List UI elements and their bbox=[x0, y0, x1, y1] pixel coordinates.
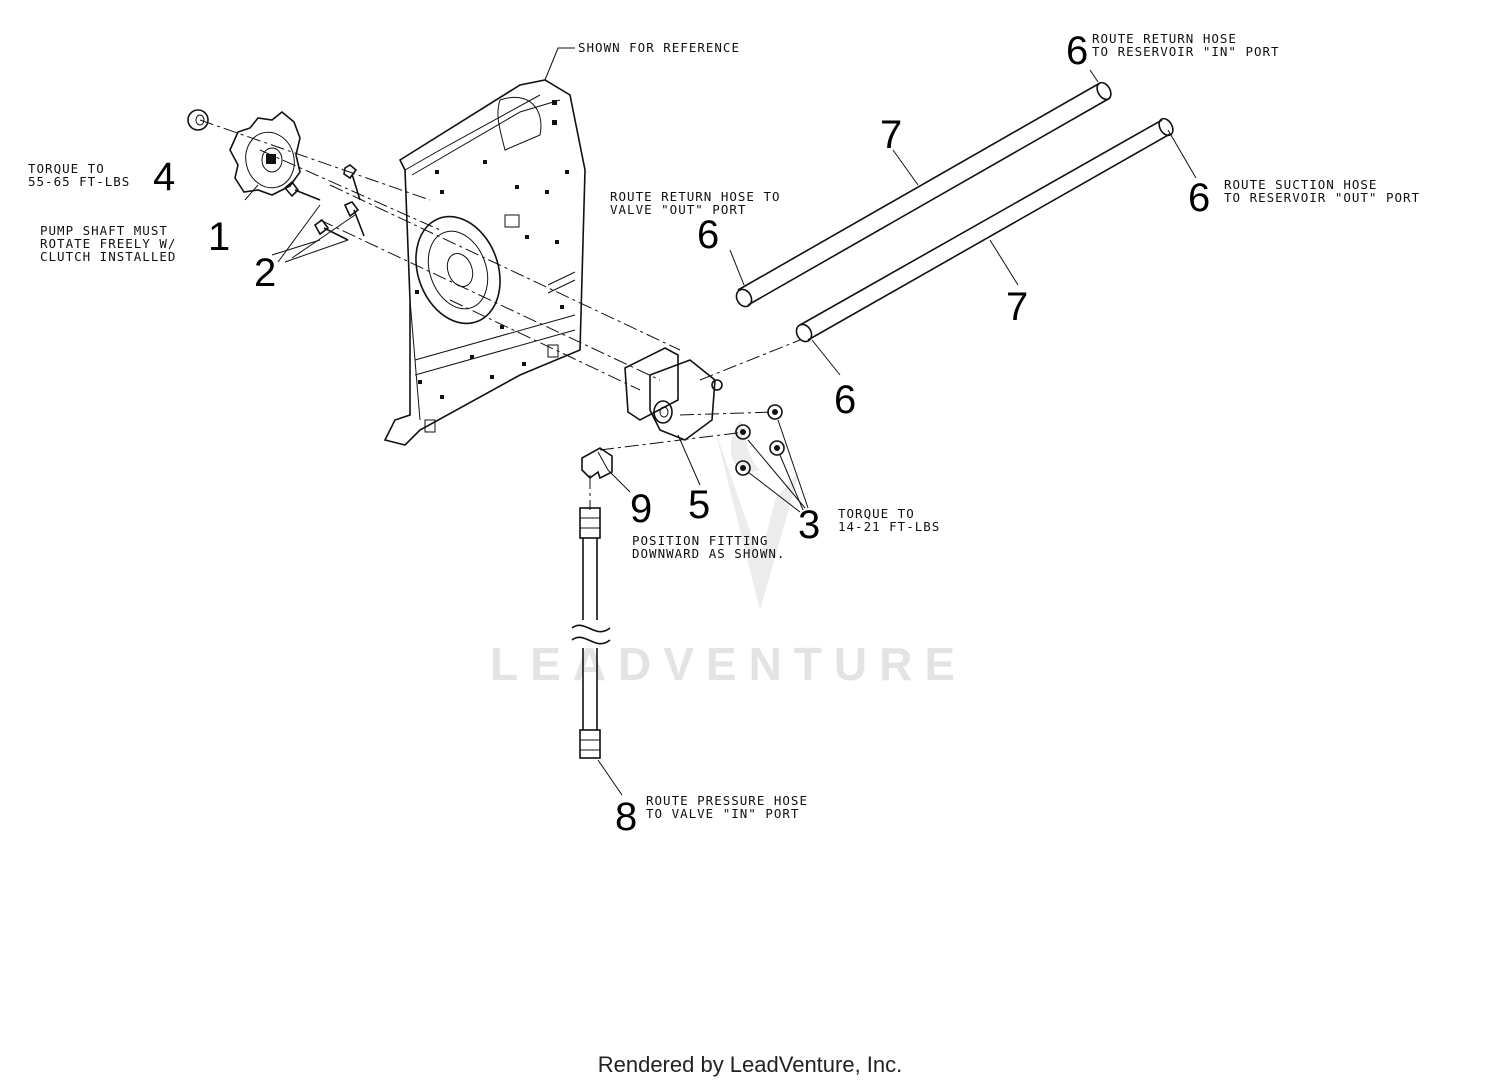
callout-7-return-hose: 7 bbox=[880, 113, 902, 157]
part-9-elbow-fitting bbox=[581, 447, 613, 480]
part-7-return-hose bbox=[735, 81, 1112, 308]
callout-4: 4 bbox=[153, 155, 175, 199]
callout-7-suction-hose: 7 bbox=[1006, 285, 1028, 329]
note-torque-3: TORQUE TO 14-21 FT-LBS bbox=[838, 506, 940, 534]
watermark: LEADVENTURE bbox=[490, 420, 967, 690]
part-2-bolts bbox=[283, 164, 365, 241]
part-8-pressure-hose bbox=[571, 507, 611, 759]
callout-3: 3 bbox=[798, 503, 820, 547]
watermark-text: LEADVENTURE bbox=[490, 638, 967, 690]
callout-1: 1 bbox=[208, 215, 230, 259]
note-return-to-valve: ROUTE RETURN HOSE TO VALVE "OUT" PORT bbox=[610, 189, 789, 217]
callout-9: 9 bbox=[630, 487, 652, 531]
callout-6-pump-suction: 6 bbox=[834, 378, 856, 422]
note-shown-for-reference: SHOWN FOR REFERENCE bbox=[578, 40, 740, 55]
callout-6-reservoir-return: 6 bbox=[1066, 29, 1088, 73]
note-pump-shaft: PUMP SHAFT MUST ROTATE FREELY W/ CLUTCH … bbox=[40, 223, 185, 264]
callout-2: 2 bbox=[254, 251, 276, 295]
leader-lines bbox=[244, 47, 1197, 796]
centerlines bbox=[199, 119, 801, 510]
callout-5: 5 bbox=[688, 483, 710, 527]
callout-6-reservoir-suction: 6 bbox=[1188, 176, 1210, 220]
part-5-pump bbox=[624, 347, 723, 441]
note-pressure-hose: ROUTE PRESSURE HOSE TO VALVE "IN" PORT bbox=[646, 793, 817, 821]
part-7-suction-hose bbox=[795, 117, 1174, 343]
mounting-plate bbox=[383, 79, 586, 446]
note-position-fitting: POSITION FITTING DOWNWARD AS SHOWN. bbox=[632, 533, 785, 561]
note-return-to-reservoir: ROUTE RETURN HOSE TO RESERVOIR "IN" PORT bbox=[1092, 31, 1280, 59]
note-torque-4: TORQUE TO 55-65 FT-LBS bbox=[28, 161, 130, 189]
part-1-sprocket bbox=[229, 110, 301, 196]
part-3-nuts bbox=[735, 404, 785, 476]
footer-credit: Rendered by LeadVenture, Inc. bbox=[597, 1052, 903, 1077]
callout-8: 8 bbox=[615, 795, 637, 839]
callout-6-valve-return: 6 bbox=[697, 213, 719, 257]
note-suction-to-reservoir: ROUTE SUCTION HOSE TO RESERVOIR "OUT" PO… bbox=[1224, 177, 1420, 205]
part-4-nut bbox=[187, 109, 209, 131]
